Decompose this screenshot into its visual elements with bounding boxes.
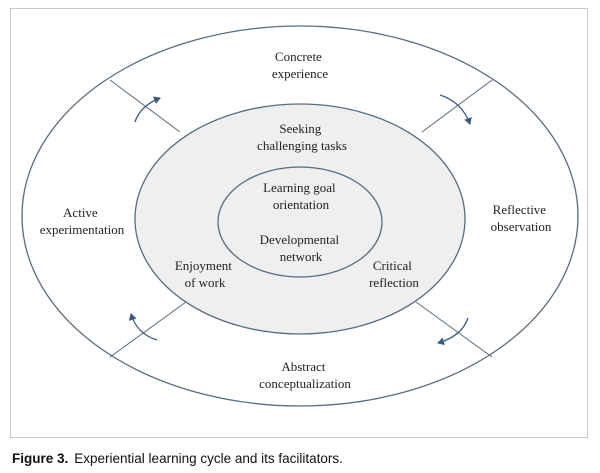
label-seeking-challenging-tasks: Seeking challenging tasks [257,121,347,153]
figure-caption-text: Experiential learning cycle and its faci… [74,451,343,466]
arrow-bottom-left [128,313,158,341]
spoke-line-top-right [421,79,493,133]
label-critical-reflection: Critical reflection [369,258,419,290]
label-enjoyment-of-work: Enjoyment of work [175,258,235,290]
arrow-top-right [439,94,472,125]
arrow-top-left [134,96,161,123]
spoke-line-bottom-right [415,301,493,358]
label-active-experimentation: Active experimentation [40,205,125,237]
arrow-bottom-right [437,317,469,346]
label-developmental-network: Developmental network [260,232,343,264]
label-abstract-conceptualization: Abstract conceptualization [259,359,351,391]
figure-number: Figure 3. [12,451,69,466]
label-concrete-experience: Concrete experience [272,49,329,81]
label-learning-goal-orientation: Learning goal orientation [263,180,339,212]
spoke-line-bottom-left [109,301,187,358]
figure-caption: Figure 3. Experiential learning cycle and… [12,451,343,466]
inner-ellipse [217,166,383,278]
label-reflective-observation: Reflective observation [491,202,552,234]
